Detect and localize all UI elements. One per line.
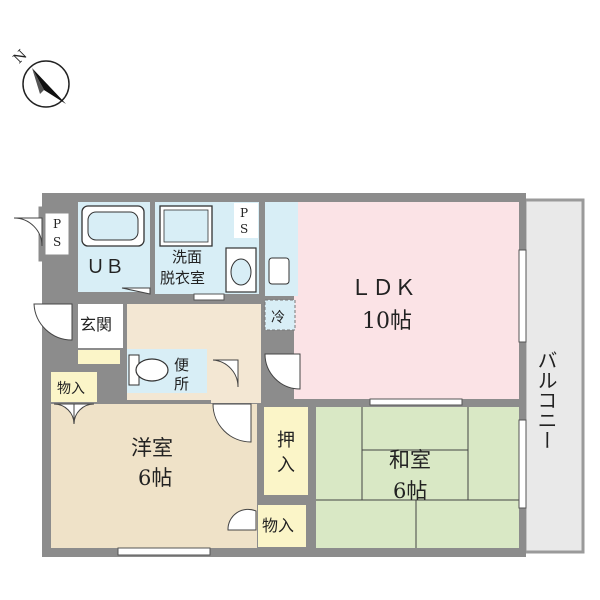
washitsu-size: 6帖 [393,479,427,503]
ps-mid-label-1: P [240,206,248,220]
oshiire-label-2: 入 [277,455,295,476]
entrance-area [78,304,123,348]
ps-mid-box [234,203,258,238]
washitsu-room [316,407,519,548]
door-swings [13,217,301,531]
youshitsu-size: 6帖 [138,466,172,490]
ps-left-label-2: S [53,235,61,249]
tatami-lines [316,407,519,548]
ldk-name: ＬＤＫ [350,276,416,301]
closet-bottom [258,505,306,547]
ps-left-box [38,206,76,262]
kitchen-sink [268,257,290,285]
closet-top-left [51,372,97,402]
unit-bath-label: ＵＢ [86,256,124,278]
ps-mid-label-2: S [240,222,248,236]
closet-top-left-label: 物入 [57,381,85,397]
windows [117,249,527,556]
entrance-label: 玄関 [80,315,112,334]
washitsu-name: 和室 [389,448,431,472]
balcony-label: バルコニー [534,350,558,450]
north-arrow-icon [22,60,70,108]
oshiire-closet [264,407,308,495]
bathtub-inner [87,211,139,241]
toilet-label-1: 便 [174,356,189,374]
closet-bottom-label: 物入 [262,516,294,535]
ldk-size: 10帖 [362,309,412,334]
washer-pan-inner [163,209,209,243]
refrigerator-space [264,299,296,331]
shoe-box [78,350,120,364]
oshiire-label-1: 押 [277,430,295,451]
north-label: N [11,47,31,67]
washroom-label-1: 洗面 [172,248,202,266]
balcony-area [523,198,585,554]
ps-left-label-1: P [53,217,61,231]
toilet-bowl [135,358,169,382]
refrigerator-label: 冷 [271,310,285,326]
ldk-room [294,202,519,399]
sink-bowl [230,258,252,286]
toilet-label-2: 所 [174,375,189,393]
washroom-label-2: 脱衣室 [160,269,205,287]
youshitsu-name: 洋室 [131,436,173,460]
